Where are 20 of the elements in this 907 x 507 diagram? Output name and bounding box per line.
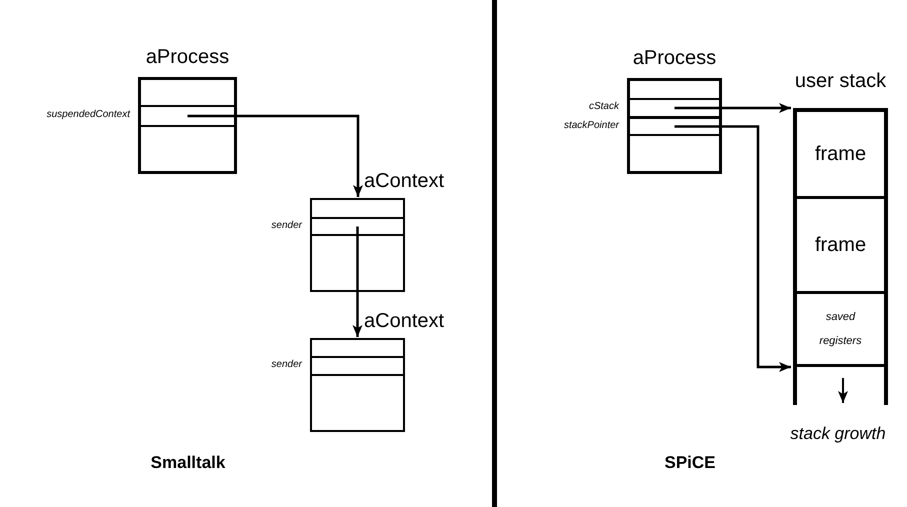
- pointer-arrow: [188, 114, 363, 197]
- object-name: aProcess: [632, 47, 716, 70]
- frame-label: frame: [814, 233, 866, 257]
- pointer-arrow: [352, 226, 362, 337]
- field-name: cStack: [588, 101, 619, 112]
- annotation-text: stack growth: [789, 424, 887, 444]
- object-name: aContext: [364, 310, 444, 333]
- pointer-arrow: [674, 125, 791, 372]
- field-name: suspendedContext: [46, 109, 130, 120]
- object-name: aContext: [364, 170, 444, 193]
- frame-label: frame: [814, 142, 866, 166]
- frame-label: saved registers: [818, 310, 863, 349]
- object-name: user stack: [794, 70, 886, 93]
- pointer-arrow: [674, 103, 791, 113]
- panel-caption: SPiCE: [663, 453, 717, 473]
- object-name: aProcess: [146, 46, 230, 69]
- panel-caption: Smalltalk: [150, 453, 226, 473]
- field-name: sender: [271, 359, 302, 370]
- field-name: sender: [271, 220, 302, 230]
- field-name: stackPointer: [564, 120, 619, 130]
